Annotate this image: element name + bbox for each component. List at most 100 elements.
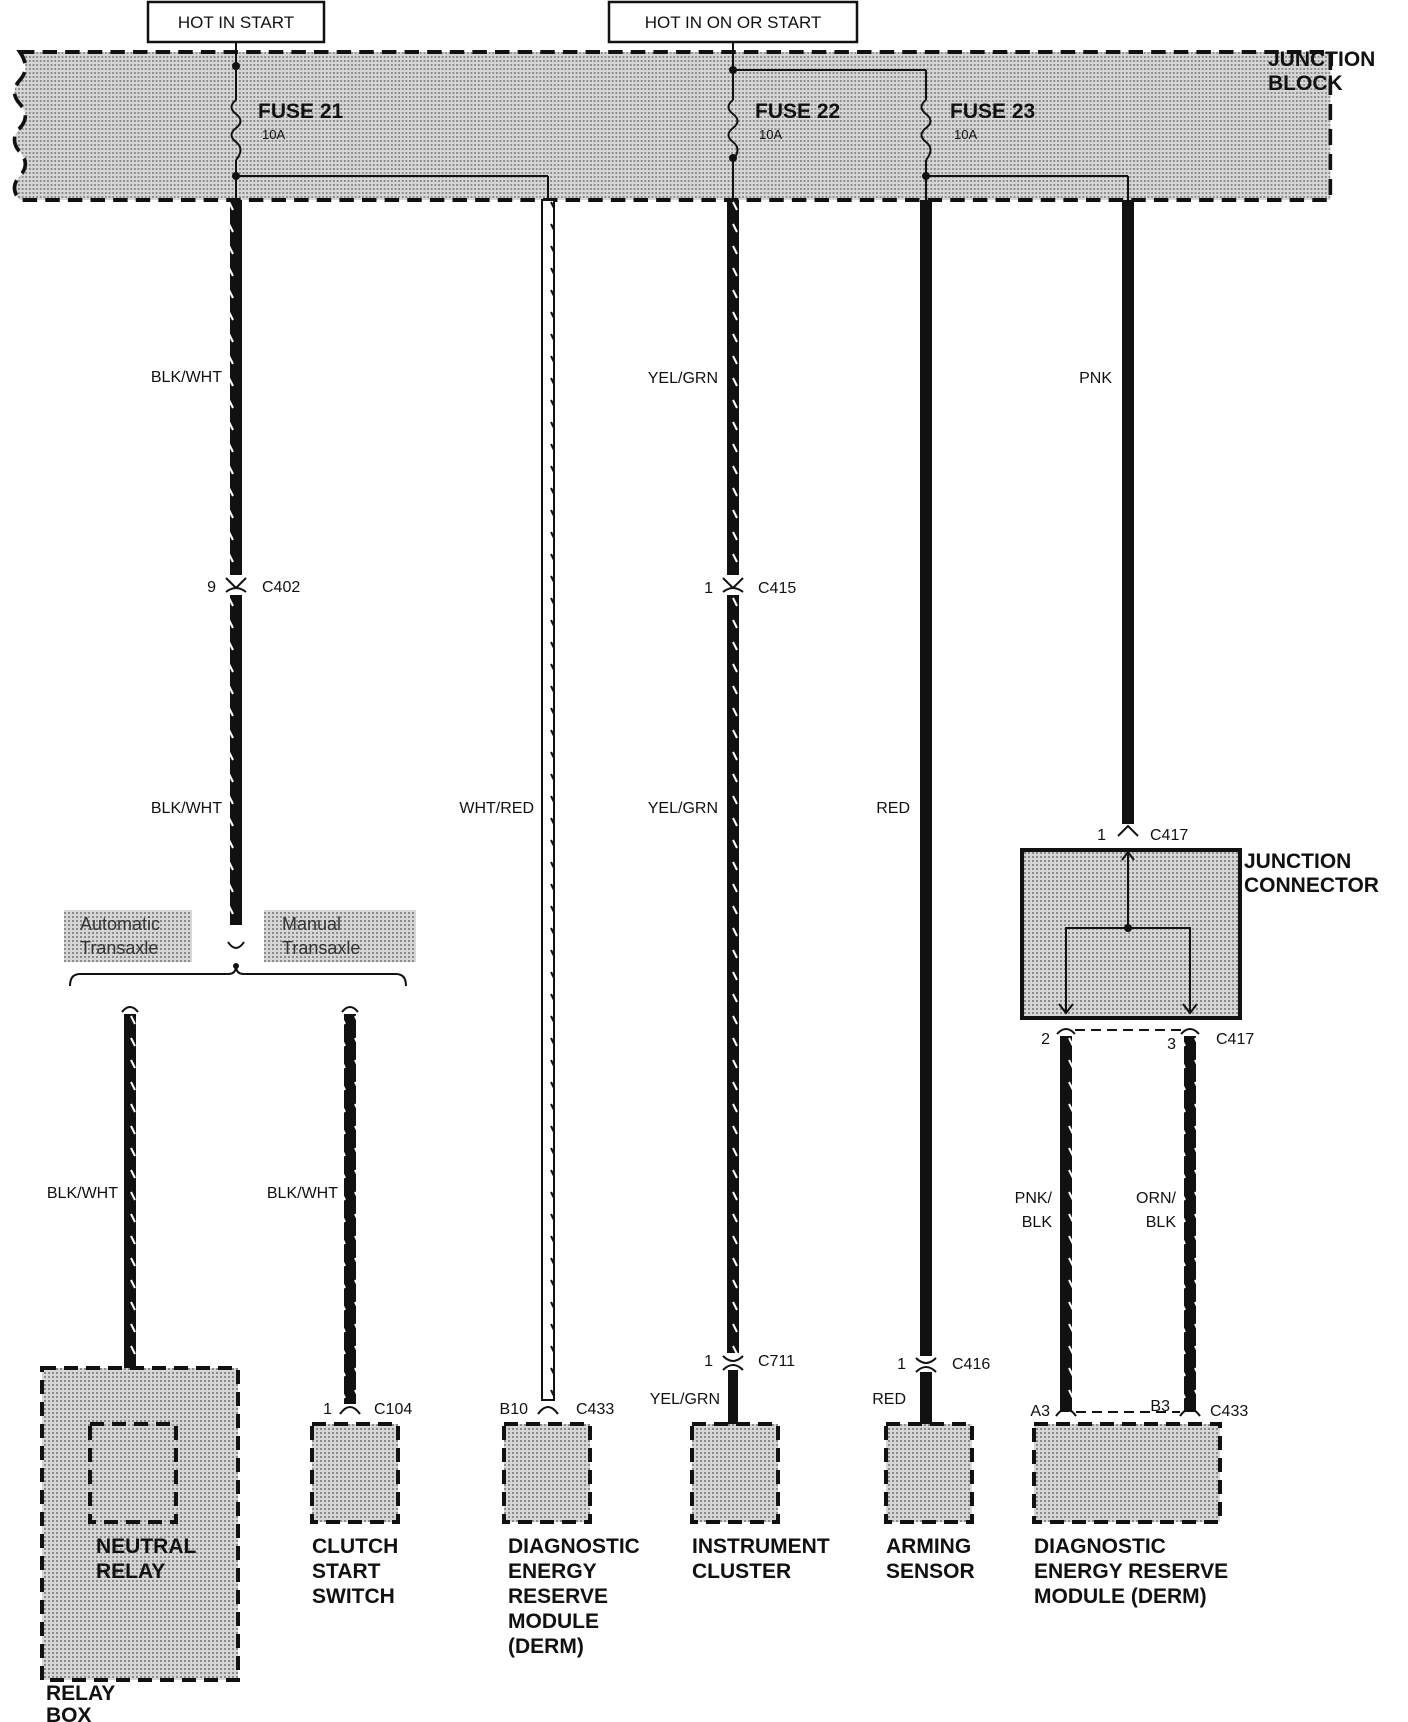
junction-block: JUNCTION BLOCK [12, 48, 1375, 202]
wire-wht-red: WHT/RED [459, 199, 555, 1401]
fuse-23: FUSE 23 10A [920, 99, 1035, 161]
svg-text:BLK: BLK [1022, 1214, 1053, 1231]
fuse-21: FUSE 21 10A [230, 99, 344, 161]
svg-text:1: 1 [704, 1353, 713, 1370]
svg-text:3: 3 [1167, 1036, 1176, 1053]
wire-orn-blk: ORN/ BLK [1136, 1036, 1196, 1412]
wire-label-red-1: RED [876, 800, 910, 817]
clutch-start-switch: CLUTCH START SWITCH [310, 1422, 400, 1608]
fuse-21-rating: 10A [262, 127, 285, 142]
neutral-relay-label: NEUTRAL [96, 1535, 196, 1558]
wire-blk-wht-manual: BLK/WHT [267, 1006, 359, 1404]
junction-block-internal-wiring [232, 42, 1129, 200]
connector-c417-top: 1 C417 [1097, 824, 1188, 844]
junction-connector-label: JUNCTION [1244, 850, 1351, 873]
derm-right-label: DIAGNOSTIC [1034, 1535, 1166, 1558]
svg-text:C417: C417 [1150, 827, 1188, 844]
fuse-22: FUSE 22 10A [727, 99, 840, 161]
instrument-cluster: INSTRUMENT CLUSTER [690, 1422, 830, 1583]
automatic-transaxle-label: Automatic [80, 914, 160, 934]
svg-text:1: 1 [704, 580, 713, 597]
fuse-22-rating: 10A [759, 127, 782, 142]
fuse-23-rating: 10A [954, 127, 977, 142]
wire-label-pnk: PNK [1079, 370, 1112, 387]
svg-text:C433: C433 [576, 1401, 614, 1418]
svg-text:1: 1 [323, 1401, 332, 1418]
connector-c416: 1 C416 RED [872, 1356, 990, 1408]
svg-text:HOT IN ON OR START: HOT IN ON OR START [645, 13, 822, 32]
svg-text:MODULE: MODULE [508, 1610, 599, 1633]
svg-text:MODULE (DERM): MODULE (DERM) [1034, 1585, 1207, 1608]
fuse-21-label: FUSE 21 [258, 100, 344, 123]
transaxle-split: Automatic Transaxle Manual Transaxle [64, 910, 416, 987]
connector-c711: 1 C711 YEL/GRN [650, 1353, 795, 1408]
junction-connector: JUNCTION CONNECTOR [1020, 848, 1379, 1020]
power-label-hot-in-on-or-start: HOT IN ON OR START [607, 0, 859, 44]
svg-text:BOX: BOX [46, 1704, 92, 1722]
wire-label-blk-wht-4: BLK/WHT [267, 1185, 338, 1202]
instrument-cluster-label: INSTRUMENT [692, 1535, 830, 1558]
svg-text:1: 1 [897, 1356, 906, 1373]
clutch-start-switch-label: CLUTCH [312, 1535, 398, 1558]
connector-c415: 1 C415 [704, 577, 796, 597]
derm-left: DIAGNOSTIC ENERGY RESERVE MODULE (DERM) [502, 1422, 640, 1658]
svg-text:BLK: BLK [1146, 1214, 1177, 1231]
wire-yel-grn: YEL/GRN YEL/GRN [648, 200, 739, 1428]
junction-block-label: JUNCTION [1268, 48, 1375, 71]
fuse-23-label: FUSE 23 [950, 100, 1035, 123]
wire-blk-wht-main: BLK/WHT BLK/WHT [151, 200, 242, 925]
wire-label-yel-grn-2: YEL/GRN [648, 800, 718, 817]
wire-pnk-blk: PNK/ BLK [1015, 1036, 1072, 1412]
svg-text:1: 1 [1097, 827, 1106, 844]
svg-text:(DERM): (DERM) [508, 1635, 584, 1658]
derm-right: DIAGNOSTIC ENERGY RESERVE MODULE (DERM) [1032, 1422, 1228, 1608]
derm-left-label: DIAGNOSTIC [508, 1535, 640, 1558]
wire-pnk: PNK [1079, 200, 1134, 824]
relay-box-label: RELAY [46, 1682, 115, 1705]
svg-text:RESERVE: RESERVE [508, 1585, 608, 1608]
manual-transaxle-label: Manual [282, 914, 341, 934]
wire-label-blk-wht-3: BLK/WHT [47, 1185, 118, 1202]
fuse-22-label: FUSE 22 [755, 100, 840, 123]
wire-label-red-2: RED [872, 1391, 906, 1408]
svg-text:C415: C415 [758, 580, 796, 597]
svg-text:SENSOR: SENSOR [886, 1560, 975, 1583]
svg-text:Transaxle: Transaxle [282, 938, 360, 958]
wire-label-wht-red: WHT/RED [459, 800, 534, 817]
connector-c417-bottom: 2 3 C417 [1041, 1028, 1254, 1053]
connector-c433-right: A3 B3 C433 [1030, 1398, 1248, 1420]
svg-text:9: 9 [207, 579, 216, 596]
connector-c433-left: B10 C433 [500, 1401, 615, 1418]
wire-red: RED [876, 200, 932, 1428]
svg-text:CLUSTER: CLUSTER [692, 1560, 791, 1583]
wire-label-pnk-blk: PNK/ [1015, 1190, 1053, 1207]
svg-text:B3: B3 [1150, 1398, 1170, 1415]
svg-text:2: 2 [1041, 1031, 1050, 1048]
arming-sensor-label: ARMING [886, 1535, 971, 1558]
arming-sensor: ARMING SENSOR [884, 1422, 975, 1583]
svg-text:C417: C417 [1216, 1031, 1254, 1048]
relay-box: NEUTRAL RELAY RELAY BOX [40, 1366, 240, 1722]
wire-blk-wht-automatic: BLK/WHT [47, 1006, 139, 1392]
connector-c402: 9 C402 [207, 577, 300, 596]
svg-text:HOT IN START: HOT IN START [178, 13, 294, 32]
svg-text:A3: A3 [1030, 1403, 1050, 1420]
connector-c104: 1 C104 [323, 1401, 412, 1418]
svg-text:C711: C711 [758, 1353, 795, 1370]
power-label-hot-in-start: HOT IN START [146, 0, 326, 44]
svg-text:C402: C402 [262, 579, 300, 596]
svg-text:C416: C416 [952, 1356, 990, 1373]
svg-text:SWITCH: SWITCH [312, 1585, 395, 1608]
wire-label-blk-wht-1: BLK/WHT [151, 369, 222, 386]
junction-block-label-2: BLOCK [1268, 72, 1343, 95]
svg-text:B10: B10 [500, 1401, 529, 1418]
svg-text:RELAY: RELAY [96, 1560, 165, 1583]
svg-text:Transaxle: Transaxle [80, 938, 158, 958]
wire-label-yel-grn-3: YEL/GRN [650, 1391, 720, 1408]
svg-text:START: START [312, 1560, 381, 1583]
wire-label-blk-wht-2: BLK/WHT [151, 800, 222, 817]
wire-label-orn-blk: ORN/ [1136, 1190, 1177, 1207]
svg-text:ENERGY RESERVE: ENERGY RESERVE [1034, 1560, 1228, 1583]
wire-label-yel-grn-1: YEL/GRN [648, 370, 718, 387]
